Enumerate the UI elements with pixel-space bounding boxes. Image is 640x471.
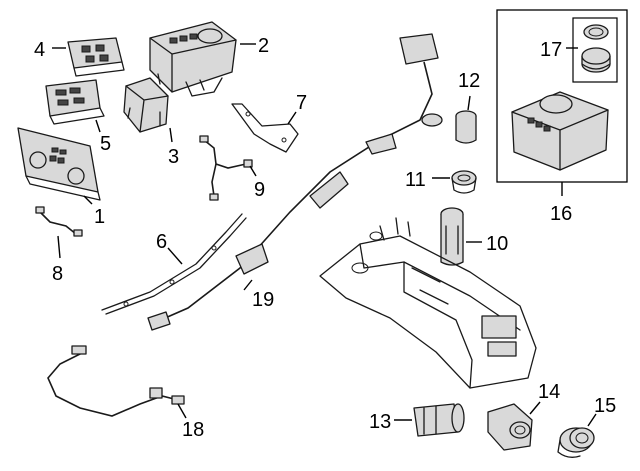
leader-19: [243, 279, 253, 291]
leader-3: [169, 127, 173, 143]
leader-15: [587, 413, 597, 427]
part-16-rotary-shifter: [511, 91, 609, 171]
leader-8: [57, 235, 61, 259]
callout-8: 8: [52, 263, 63, 285]
part-9-wire-harness: [199, 135, 253, 201]
part-3-bracket: [123, 77, 169, 133]
part-5-switch-bank: [45, 79, 105, 125]
center-console: [319, 217, 537, 389]
callout-13: 13: [369, 411, 391, 433]
part-8-small-harness: [35, 206, 83, 237]
part-6-trim-strip: [101, 213, 247, 315]
callout-7: 7: [296, 92, 307, 114]
leader-14: [529, 401, 541, 415]
part-19-shift-cable: [147, 33, 443, 331]
part-14-usb-module: [487, 403, 533, 451]
callout-10: 10: [486, 233, 508, 255]
leader-1: [83, 195, 93, 205]
part-12-sleeve: [455, 110, 477, 144]
part-18-sensor-harness: [47, 345, 185, 417]
part-11-ring: [451, 170, 477, 194]
callout-18: 18: [182, 419, 204, 441]
leader-12: [467, 95, 471, 111]
callout-12: 12: [458, 70, 480, 92]
callout-1: 1: [94, 206, 105, 228]
part-7-trim-bracket: [231, 103, 299, 153]
part-2-shifter-module: [149, 21, 237, 97]
part-1-climate-panel: [17, 127, 101, 201]
part-17-knob: [581, 24, 611, 73]
callout-3: 3: [168, 146, 179, 168]
leader-18: [177, 403, 187, 419]
callout-2: 2: [258, 35, 269, 57]
leader-9: [249, 165, 257, 177]
part-10-socket: [440, 207, 464, 266]
part-4-switch-panel: [67, 37, 125, 77]
callout-14: 14: [538, 381, 560, 403]
callout-4: 4: [34, 39, 45, 61]
part-15-round-socket: [557, 427, 595, 458]
part-13-socket: [413, 403, 465, 437]
callout-6: 6: [156, 231, 167, 253]
callout-9: 9: [254, 179, 265, 201]
leader-7: [287, 111, 297, 125]
leader-6: [167, 247, 183, 265]
callout-5: 5: [100, 133, 111, 155]
callout-19: 19: [252, 289, 274, 311]
callout-17: 17: [540, 39, 562, 61]
leader-5: [95, 119, 101, 133]
callout-16: 16: [550, 203, 572, 225]
part-17-box: [572, 17, 618, 83]
callout-11: 11: [405, 169, 426, 191]
callout-15: 15: [594, 395, 616, 417]
